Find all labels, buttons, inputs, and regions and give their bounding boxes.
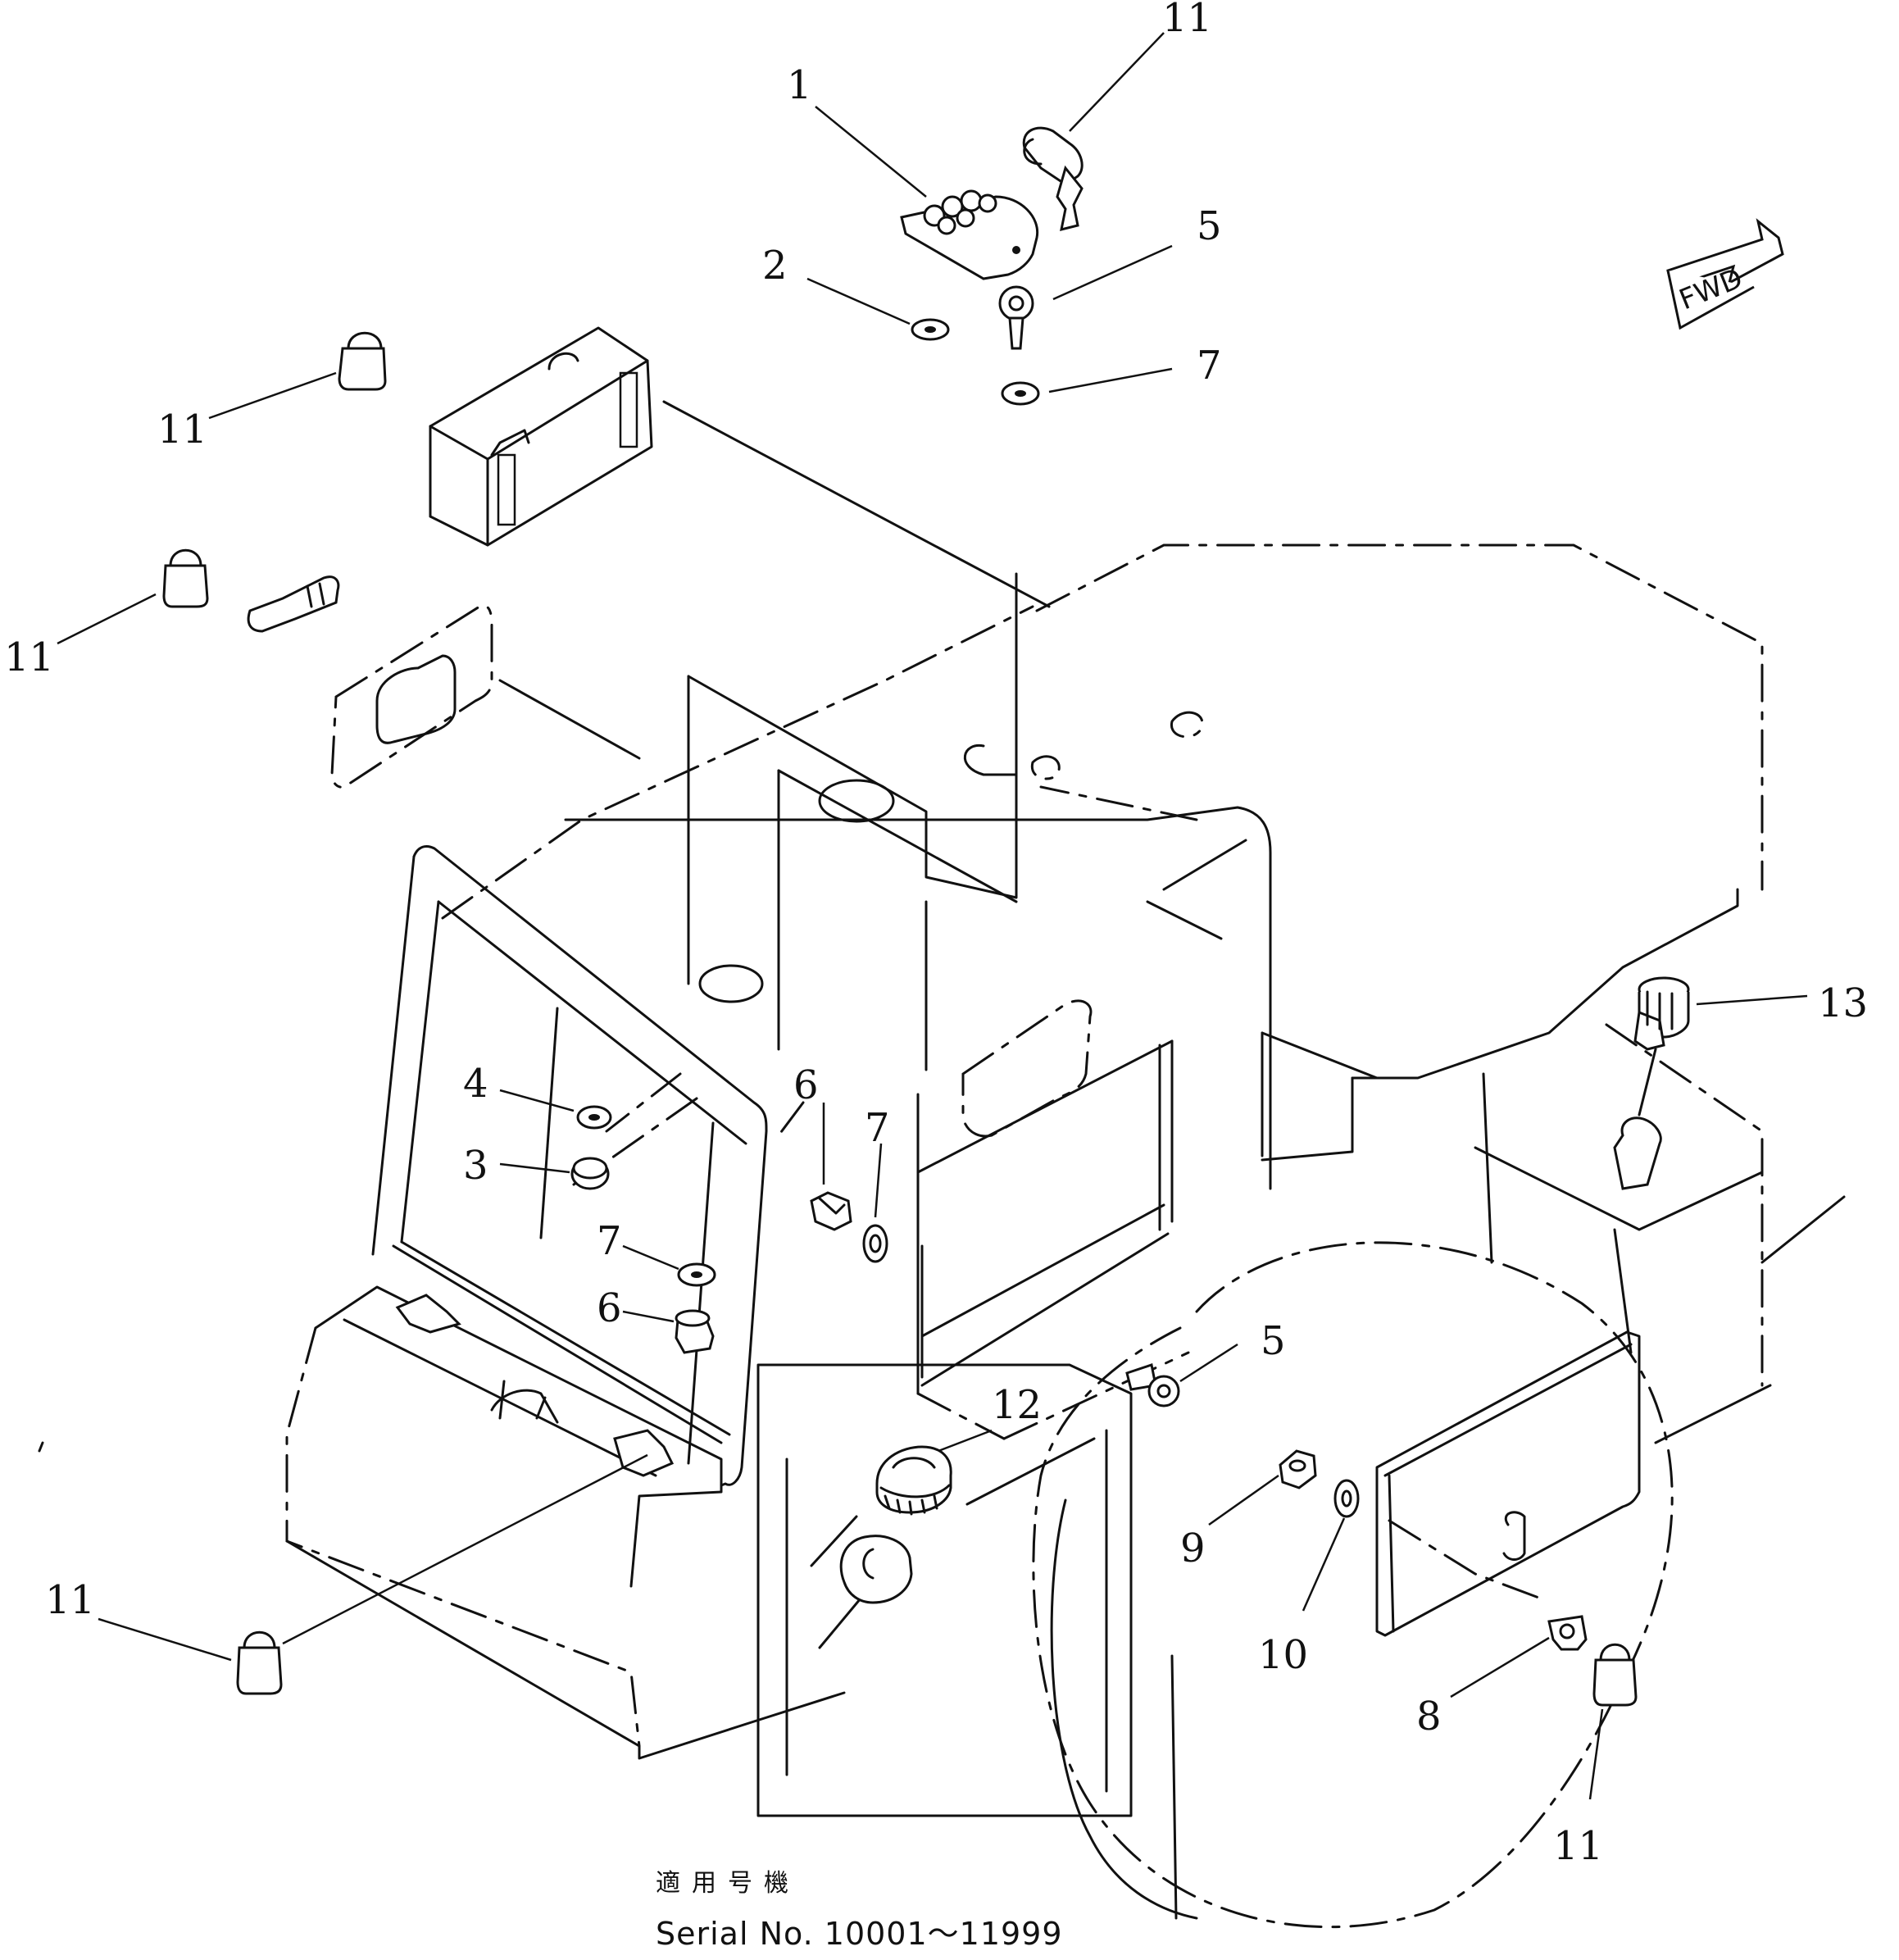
callout-8: 8 [1416, 1694, 1442, 1739]
part-7-washer [677, 1262, 716, 1287]
callout-12: 12 [992, 1382, 1042, 1428]
part-6-nut [675, 1309, 715, 1354]
callout-labels: 1 11 2 5 7 11 11 6 7 4 3 7 6 13 5 12 9 1… [4, 0, 1868, 1869]
applicable-machine-label: 適用号機 [656, 1869, 800, 1898]
callout-11: 11 [45, 1577, 95, 1623]
part-7-washer [862, 1224, 888, 1263]
latch-icon [247, 575, 340, 633]
part-4-washer [576, 1105, 612, 1130]
callout-4: 4 [463, 1061, 488, 1107]
callout-7: 7 [865, 1105, 890, 1151]
callout-9: 9 [1180, 1526, 1206, 1571]
callout-11: 11 [1553, 1823, 1603, 1869]
callout-10: 10 [1258, 1632, 1308, 1678]
callout-6: 6 [793, 1062, 819, 1108]
serial-number-range: Serial No. 10001～11999 [656, 1916, 1063, 1952]
part-7-washer [1001, 381, 1040, 406]
callout-5: 5 [1197, 203, 1222, 249]
latch-icon [395, 1294, 675, 1477]
part-9-nut [1279, 1449, 1317, 1489]
part-5-bolt [1125, 1363, 1180, 1407]
part-3-nut [570, 1157, 610, 1190]
battery-box [429, 326, 1051, 608]
lock-icon [1022, 126, 1084, 232]
part-8-key [1547, 1615, 1588, 1651]
part-10-washer [1333, 1479, 1360, 1518]
leader-lines [57, 32, 1808, 1800]
padlock-icon [236, 1630, 283, 1695]
callout-6: 6 [597, 1285, 622, 1331]
machine-body-outline [38, 543, 1846, 1929]
callout-1: 1 [787, 62, 812, 108]
callout-5: 5 [1261, 1318, 1286, 1364]
padlock-icon [162, 548, 209, 608]
callout-7: 7 [597, 1218, 622, 1264]
callout-11: 11 [157, 407, 207, 452]
part-6-nut [810, 1191, 852, 1231]
callout-11: 11 [4, 634, 54, 680]
fwd-arrow: FWD [1666, 218, 1784, 330]
part-13-cap [1613, 976, 1690, 1190]
padlock-icon [338, 331, 387, 391]
callout-3: 3 [463, 1143, 488, 1189]
callout-7: 7 [1197, 343, 1222, 389]
callout-11: 11 [1162, 0, 1212, 41]
part-12-cap [839, 1445, 952, 1604]
small-cover-plate [330, 604, 641, 789]
padlock-icon [1592, 1643, 1638, 1707]
part-5-bolt [998, 285, 1034, 350]
part-2-washer [911, 318, 950, 341]
callout-13: 13 [1818, 980, 1868, 1026]
callout-2: 2 [762, 243, 788, 289]
part-1-cover [900, 189, 1039, 280]
